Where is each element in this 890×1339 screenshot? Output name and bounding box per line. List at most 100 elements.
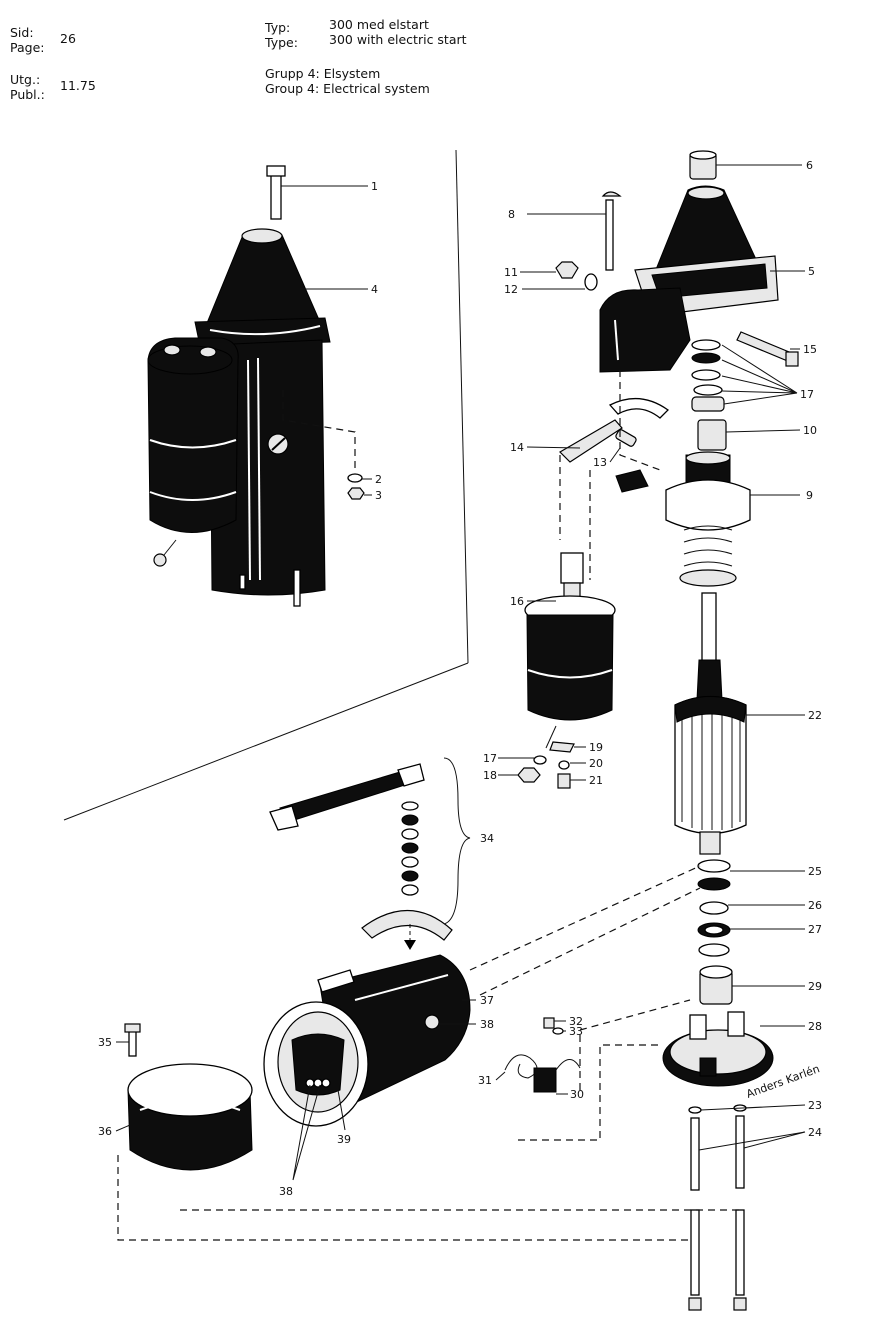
body-highlight-1 [247, 359, 251, 581]
stack-w6 [401, 870, 419, 882]
leader-lines [115, 164, 806, 1181]
leader-23 [700, 1104, 806, 1111]
fork-arm-14 [559, 419, 623, 463]
assembled-starter [147, 165, 365, 607]
through-bolts-24 [688, 1104, 747, 1311]
callout-2: 2 [375, 473, 382, 486]
yoke-hole-38 [424, 1014, 440, 1030]
washer-17a [691, 339, 721, 351]
washer-17b [691, 352, 721, 364]
callout-24: 24 [808, 1126, 822, 1139]
callout-34: 34 [480, 832, 494, 845]
page-number: 26 [60, 31, 76, 46]
assembly-dashed-leader [282, 390, 356, 470]
washer-20 [558, 760, 570, 770]
leader-10 [725, 429, 801, 433]
washer-26 [699, 901, 729, 915]
washer-27b [698, 943, 730, 957]
bolt-1-head [266, 165, 286, 177]
callout-31: 31 [478, 1074, 492, 1087]
solenoid-stud [545, 725, 557, 749]
brush-holder-a [689, 1014, 707, 1040]
bracket-34 [443, 757, 471, 925]
rubber-block [615, 469, 649, 493]
solenoid-band [149, 439, 237, 449]
nut-11 [555, 261, 579, 279]
adjust-screw-head [785, 351, 799, 367]
solenoid-clevis [560, 552, 584, 584]
page-label-sv: Sid: [10, 25, 34, 40]
leader-13 [609, 447, 621, 463]
through-bolt-a-nut [688, 1297, 702, 1311]
leader-39 [337, 1089, 346, 1131]
callout-17-upper: 17 [800, 388, 814, 401]
band-opening [127, 1063, 253, 1117]
housing-cone-5 [654, 185, 761, 273]
end-plate-face [669, 1029, 767, 1075]
body-highlight-2 [257, 357, 261, 581]
type-label-en: Type: [265, 35, 298, 50]
assembly-arrow-head [404, 940, 416, 950]
group-sv: Grupp 4: Elsystem [265, 66, 381, 81]
bolt-1-shape [270, 174, 282, 220]
leader-31 [495, 1071, 506, 1081]
flange-highlight [209, 325, 321, 336]
type-value-en: 300 with electric start [329, 32, 467, 47]
bridge-strap [279, 771, 409, 823]
brush-spring-31 [504, 1054, 538, 1079]
through-bolt-b-nut [733, 1297, 747, 1311]
drive-end-housing-group [555, 150, 799, 373]
type-label-block: Typ: Type: [265, 20, 298, 50]
screw-21 [557, 773, 571, 789]
housing-foot-highlight [614, 319, 619, 361]
callout-17-lower: 17 [483, 752, 497, 765]
callout-19: 19 [589, 741, 603, 754]
armature-22 [674, 592, 747, 855]
dash-yoke-armature-2 [479, 887, 701, 996]
washer-2 [347, 473, 363, 483]
callout-22: 22 [808, 709, 822, 722]
callout-4: 4 [371, 283, 378, 296]
brush-holder-b [727, 1011, 745, 1037]
leader-14 [526, 446, 581, 449]
solenoid-body [147, 337, 239, 533]
stack-w7 [401, 884, 419, 896]
nut-18 [517, 767, 541, 783]
body-stud [293, 569, 301, 607]
washer-25b [697, 877, 731, 891]
stack-w4 [401, 842, 419, 854]
callout-labels: 1 4 2 3 6 8 5 11 12 15 17 10 14 13 9 16 … [98, 159, 822, 1198]
washer-17c [691, 369, 721, 381]
pole-screw-38b [313, 1078, 323, 1088]
callout-12: 12 [504, 283, 518, 296]
armature-windings [674, 696, 747, 723]
washer-stack-25-29 [697, 859, 733, 1005]
publ-label-sv: Utg.: [10, 72, 41, 87]
screw-32 [543, 1017, 555, 1029]
callout-25: 25 [808, 865, 822, 878]
screw-35 [128, 1029, 137, 1057]
pinion-spring [683, 525, 733, 567]
leader-24 [698, 1131, 806, 1151]
group-en: Group 4: Electrical system [265, 81, 430, 96]
field-frame-37 [263, 954, 471, 1127]
washer-17e [691, 396, 725, 412]
callout-9: 9 [806, 489, 813, 502]
callout-33: 33 [569, 1025, 583, 1038]
bolt-8 [605, 199, 614, 271]
callout-16: 16 [510, 595, 524, 608]
callout-14: 14 [510, 441, 524, 454]
group-block: Grupp 4: Elsystem Group 4: Electrical sy… [265, 66, 430, 96]
bridge-tab-right [397, 763, 425, 787]
nut-3 [347, 487, 365, 500]
callout-3: 3 [375, 489, 382, 502]
drive-pinion-9 [665, 451, 751, 587]
frame-line-right [455, 149, 469, 664]
yoke-highlight [354, 974, 449, 1001]
stack-w2 [401, 814, 419, 826]
callout-5: 5 [808, 265, 815, 278]
solenoid-cap-boss [163, 344, 181, 356]
stack-w3 [401, 828, 419, 840]
callout-38-lower: 38 [279, 1185, 293, 1198]
solenoid-can [526, 614, 614, 721]
